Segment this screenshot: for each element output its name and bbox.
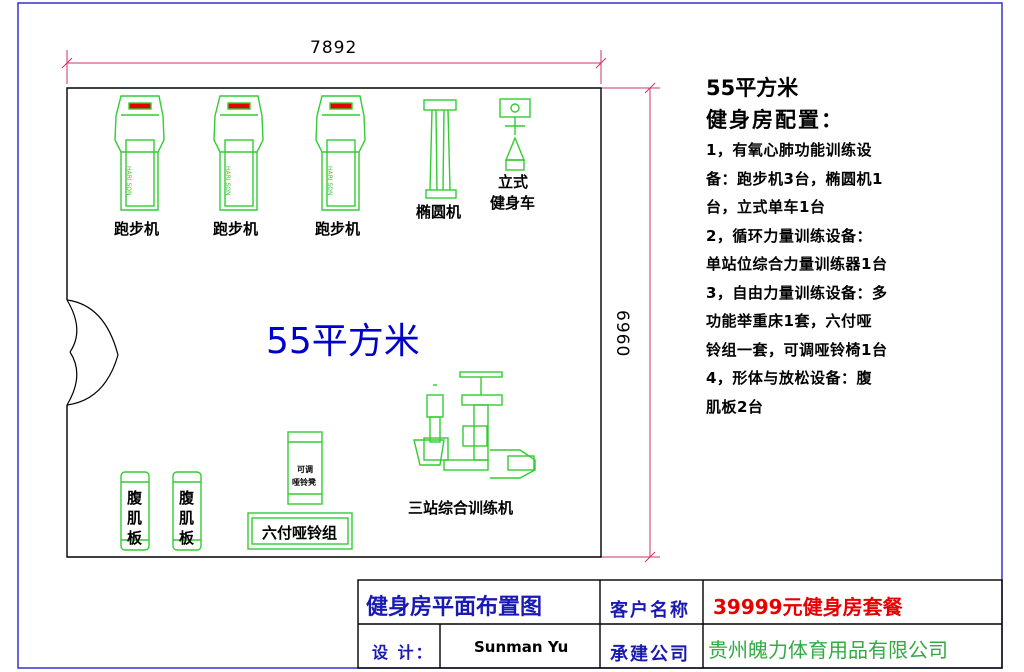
multi-station-gym — [413, 371, 536, 479]
width-dimension — [61, 50, 607, 84]
client-label: 客户名称 — [610, 600, 690, 621]
dumbbell-set — [247, 512, 353, 550]
treadmill-2-label: 跑步机 — [213, 220, 259, 238]
bench-label-1: 可调 — [297, 465, 313, 474]
room-walls — [66, 87, 602, 558]
treadmill-3-label: 跑步机 — [315, 220, 361, 238]
treadmill-3 — [315, 95, 366, 211]
notes-line: 台，立式单车1台 — [706, 198, 826, 216]
ab-board-2 — [172, 471, 202, 551]
notes-subtitle: 健身房配置： — [706, 108, 844, 132]
door — [66, 299, 119, 406]
notes-line: 3，自由力量训练设备：多 — [706, 283, 888, 302]
treadmill-2 — [213, 95, 264, 211]
multi-station-label: 三站综合训练机 — [408, 499, 514, 517]
elliptical — [423, 99, 457, 199]
adjustable-bench — [287, 431, 323, 505]
height-dimension — [601, 82, 660, 563]
notes-line: 铃组一套，可调哑铃椅1台 — [706, 340, 888, 359]
notes-line: 功能举重床1套，六付哑 — [706, 312, 872, 330]
upright-bike-label-1: 立式 — [498, 173, 529, 191]
drawing-title: 健身房平面布置图 — [366, 595, 543, 620]
upright-bike — [499, 98, 531, 171]
dumbbell-set-label: 六付哑铃组 — [262, 524, 338, 542]
treadmill-1 — [114, 95, 165, 211]
designer-label: 设 计： — [372, 643, 434, 662]
elliptical-label: 椭圆机 — [416, 203, 462, 221]
notes-line: 1，有氧心肺功能训练设 — [706, 141, 872, 159]
notes-line: 单站位综合力量训练器1台 — [706, 255, 888, 273]
contractor-label: 承建公司 — [610, 644, 690, 665]
notes-line: 4，形体与放松设备：腹 — [706, 369, 872, 387]
ab-board-2-label: 腹肌板 — [179, 489, 195, 547]
notes-line: 备：跑步机3台，椭圆机1 — [706, 169, 883, 188]
ab-board-1 — [120, 471, 150, 551]
configuration-notes: 55平方米 健身房配置： 1，有氧心肺功能训练设 备：跑步机3台，椭圆机1 台，… — [706, 72, 1006, 421]
notes-line: 肌板2台 — [706, 397, 764, 416]
ab-board-1-label: 腹肌板 — [127, 489, 143, 547]
equipment — [114, 95, 536, 551]
client-value: 39999元健身房套餐 — [713, 595, 903, 619]
upright-bike-label-2: 健身车 — [490, 194, 536, 212]
bench-label-2: 哑铃凳 — [292, 478, 316, 487]
width-dimension-label: 7892 — [310, 38, 358, 58]
treadmill-1-label: 跑步机 — [114, 220, 160, 238]
contractor-value: 贵州魄力体育用品有限公司 — [708, 638, 948, 662]
designer-value: Sunman Yu — [474, 638, 569, 656]
notes-title: 55平方米 — [706, 76, 799, 100]
room-area-label: 55平方米 — [266, 321, 420, 362]
notes-line: 2，循环力量训练设备： — [706, 226, 872, 245]
